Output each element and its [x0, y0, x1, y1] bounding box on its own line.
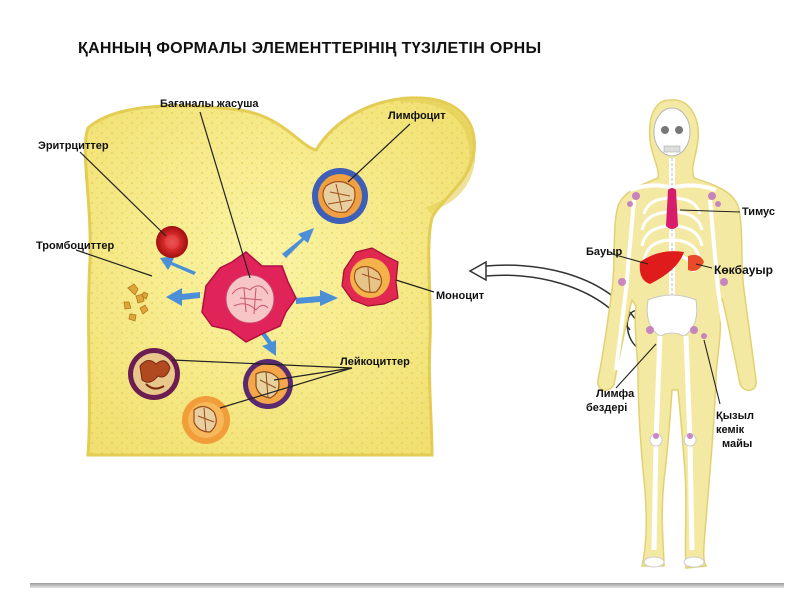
label-spleen: Көкбауыр [714, 263, 773, 277]
leader-marrow [703, 339, 721, 405]
lymphocyte [312, 168, 368, 224]
monocyte [341, 247, 399, 307]
leader-liver [611, 253, 649, 265]
leader-lymphocyte [347, 123, 411, 183]
body-leader-lines [611, 209, 741, 405]
leader-leuko-1 [171, 359, 353, 369]
arrow-to-lymphocyte [282, 228, 314, 258]
leader-erythrocytes [79, 151, 167, 237]
leader-monocyte [395, 279, 435, 293]
label-marrow-2: кемік [716, 424, 745, 436]
arrow-to-monocyte [296, 290, 338, 306]
stem-cell [201, 251, 297, 343]
arrows [160, 228, 338, 356]
label-monocyte: Моноцит [436, 290, 485, 302]
label-lymph-nodes-1: Лимфа [596, 388, 635, 400]
label-marrow-1: Қызыл [716, 410, 754, 422]
leader-spleen [695, 263, 713, 269]
label-erythrocytes: Эритрциттер [38, 140, 109, 152]
arrow-to-leukocyte [258, 328, 276, 356]
leukocyte-1 [128, 348, 180, 400]
label-marrow-3: майы [722, 438, 753, 450]
label-leukocytes: Лейкоциттер [340, 356, 410, 368]
page-title: ҚАННЫҢ ФОРМАЛЫ ЭЛЕМЕНТТЕРІНІҢ ТҮЗІЛЕТІН … [78, 40, 542, 57]
leader-lymph [615, 343, 657, 389]
platelets [123, 283, 149, 322]
label-liver: Бауыр [586, 246, 623, 258]
label-lymphocyte: Лимфоцит [388, 110, 446, 122]
label-platelets: Тромбоциттер [36, 240, 115, 252]
leader-leuko-3 [219, 367, 353, 409]
leukocyte-3 [182, 396, 230, 444]
bone-leader-lines [75, 111, 435, 409]
leader-thymus [679, 209, 741, 213]
human-figure [597, 99, 757, 569]
arrow-to-erythrocyte [160, 256, 196, 275]
label-thymus: Тимус [742, 206, 776, 218]
label-stem-cell: Бағаналы жасуша [160, 98, 259, 110]
diagram-frame [30, 84, 784, 588]
leader-platelets [75, 249, 153, 277]
leader-stem [199, 111, 251, 279]
label-lymph-nodes-2: бездері [586, 402, 628, 414]
leukocyte-2 [243, 359, 293, 409]
arrow-to-platelets [166, 288, 200, 306]
leader-leuko-2 [273, 367, 353, 381]
lymph-nodes [618, 192, 728, 439]
